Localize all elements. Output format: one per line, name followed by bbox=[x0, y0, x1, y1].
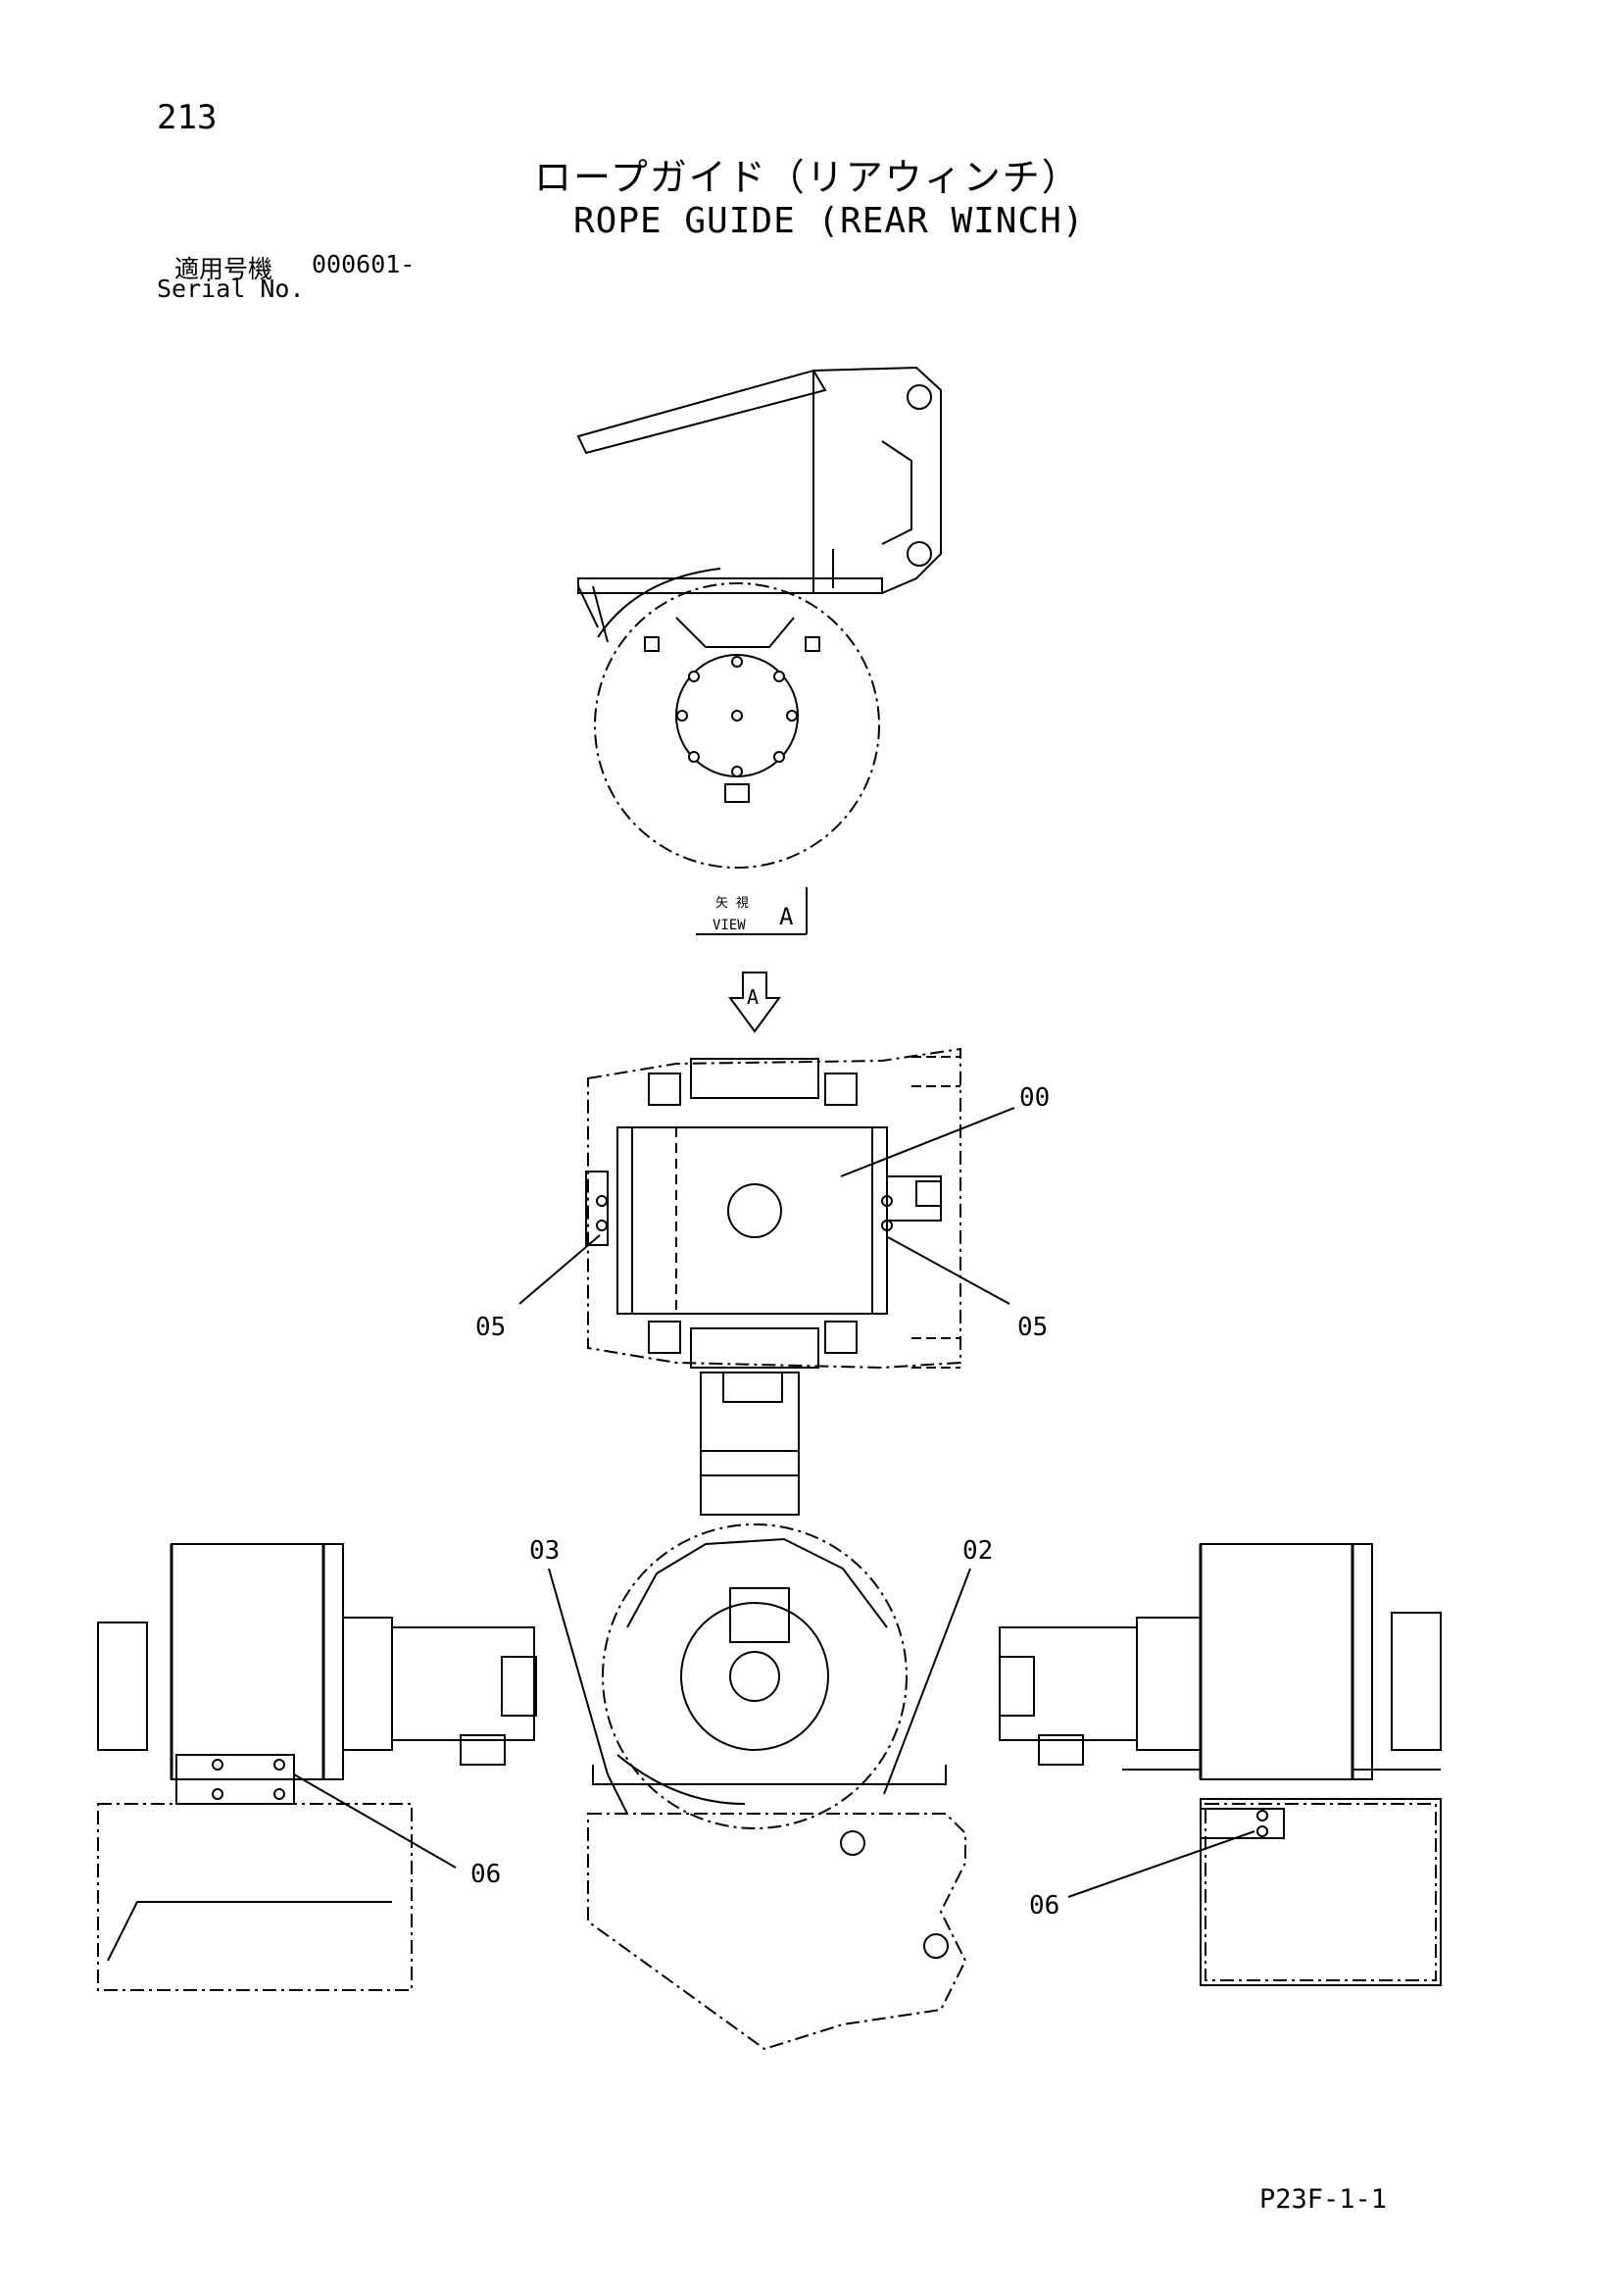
callout-00: 00 bbox=[1019, 1083, 1050, 1113]
title-japanese: ロープガイド（リアウィンチ） bbox=[534, 156, 1081, 199]
leader-lines-plan bbox=[518, 1107, 1015, 1305]
view-a-elevation bbox=[576, 366, 942, 869]
arrow-letter: A bbox=[747, 985, 759, 1009]
serial-number-value: 000601- bbox=[312, 250, 416, 278]
callout-02: 02 bbox=[962, 1536, 993, 1566]
view-letter: A bbox=[779, 903, 794, 930]
leader-06-left bbox=[293, 1773, 457, 1869]
view-direction-arrow: A bbox=[728, 972, 781, 1033]
left-side-view bbox=[97, 1543, 537, 1991]
view-label-english: VIEW bbox=[713, 918, 746, 933]
serial-label-japanese: 適用号機 bbox=[174, 255, 273, 283]
page-number: 213 bbox=[157, 98, 218, 137]
serial-label-english: Serial No. bbox=[157, 275, 305, 303]
title-english: ROPE GUIDE (REAR WINCH) bbox=[573, 201, 1085, 241]
right-side-view bbox=[999, 1543, 1442, 1986]
callout-03: 03 bbox=[529, 1536, 560, 1566]
callout-05-left: 05 bbox=[475, 1313, 506, 1342]
callout-06-left: 06 bbox=[470, 1860, 501, 1889]
callout-05-right: 05 bbox=[1017, 1313, 1048, 1342]
center-end-view bbox=[587, 1523, 967, 2051]
leader-03 bbox=[548, 1568, 609, 1775]
page-code: P23F-1-1 bbox=[1259, 2184, 1388, 2215]
leader-06-right bbox=[1067, 1830, 1255, 1898]
leader-02 bbox=[883, 1568, 971, 1795]
view-a-label-box: 矢 視 VIEW A bbox=[696, 887, 808, 935]
callout-06-right: 06 bbox=[1029, 1891, 1059, 1921]
plan-view bbox=[585, 1047, 961, 1516]
view-label-japanese: 矢 視 bbox=[715, 896, 749, 911]
